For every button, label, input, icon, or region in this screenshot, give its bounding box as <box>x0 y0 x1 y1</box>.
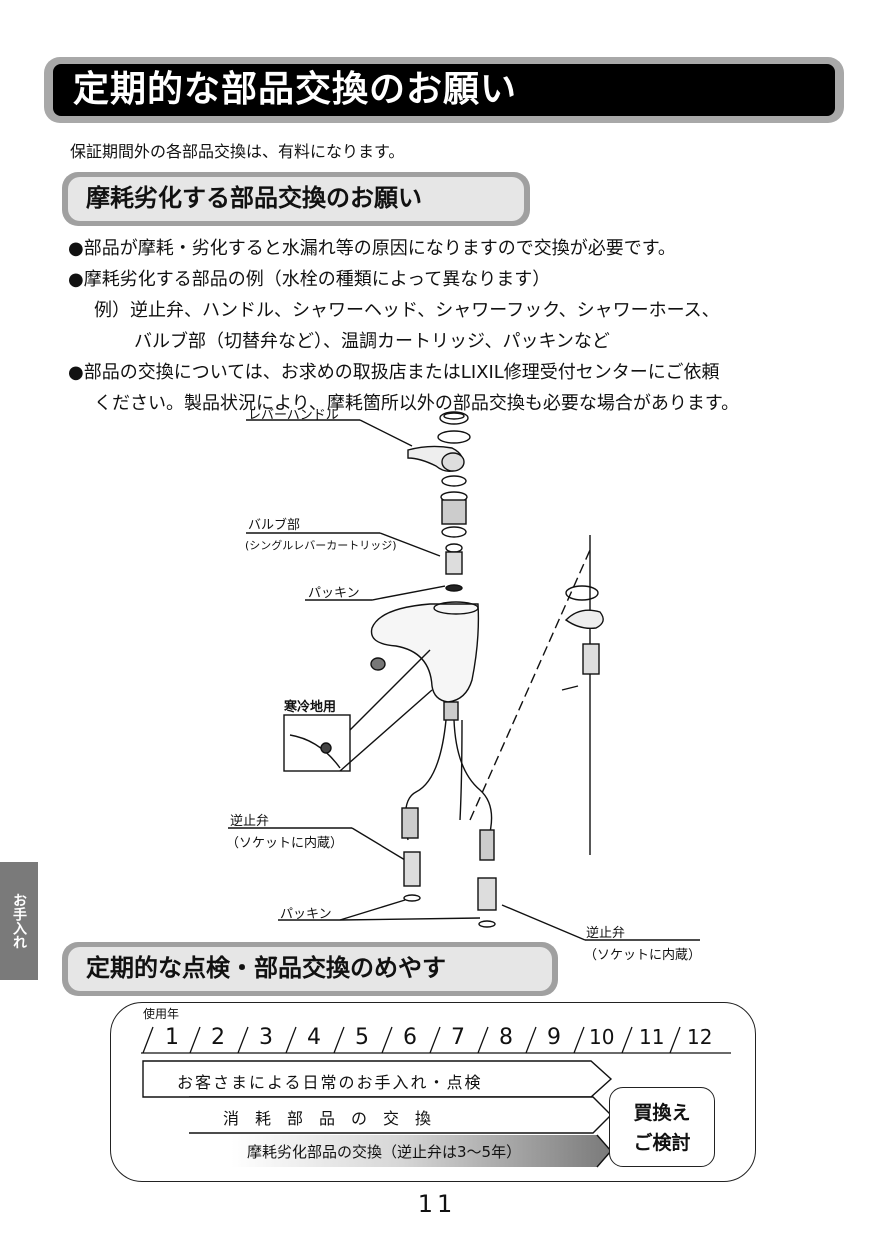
year-7: 7 <box>451 1025 465 1050</box>
label-packing-bottom: パッキン <box>280 907 332 922</box>
label-packing-top: パッキン <box>308 586 360 601</box>
bar-consumables: 消 耗 部 品 の 交 換 <box>223 1109 432 1128</box>
side-tab-care: お手入れ <box>0 862 38 980</box>
section-heading-schedule-text: 定期的な点検・部品交換のめやす <box>68 947 552 991</box>
section-heading-schedule: 定期的な点検・部品交換のめやす <box>62 942 558 996</box>
year-3: 3 <box>259 1025 273 1050</box>
year-2: 2 <box>211 1025 225 1050</box>
year-scale-lines <box>141 1026 731 1054</box>
bullet-line: ●部品の交換については、お求めの取扱店またはLIXIL修理受付センターにご依頼 <box>68 362 720 383</box>
bullet-line: ●部品が摩耗・劣化すると水漏れ等の原因になりますので交換が必要です。 <box>68 238 676 259</box>
bullet-line: ください。製品状況により、摩耗箇所以外の部品交換も必要な場合があります。 <box>94 393 740 414</box>
year-4: 4 <box>307 1025 321 1050</box>
bullet-line: 例）逆止弁、ハンドル、シャワーヘッド、シャワーフック、シャワーホース、 <box>94 300 720 321</box>
year-5: 5 <box>355 1025 369 1050</box>
bar-daily-care: お客さまによる日常のお手入れ・点検 <box>177 1073 483 1092</box>
year-11: 11 <box>639 1025 665 1049</box>
title-banner: 定期的な部品交換のお願い <box>44 57 844 123</box>
section-heading-wear-text: 摩耗劣化する部品交換のお願い <box>68 177 524 221</box>
label-check-valve-left: 逆止弁 <box>230 814 270 829</box>
label-lever-handle: レバーハンドル <box>248 408 339 423</box>
maintenance-schedule: 使用年 1 2 3 4 5 6 7 8 <box>110 1002 756 1182</box>
replacement-line1: 買換え <box>633 1102 691 1124</box>
intro-text: 保証期間外の各部品交換は、有料になります。 <box>70 142 405 161</box>
label-check-valve-right: 逆止弁 <box>586 926 626 941</box>
schedule-bars <box>142 1060 613 1168</box>
wear-bullet-list: ●部品が摩耗・劣化すると水漏れ等の原因になりますので交換が必要です。 ●摩耗劣化… <box>68 233 848 419</box>
year-scale: 1 2 3 4 5 6 7 8 9 10 11 12 <box>141 1025 731 1055</box>
label-valve: バルブ部 <box>248 518 301 533</box>
page-title: 定期的な部品交換のお願い <box>53 64 835 116</box>
bullet-line: バルブ部（切替弁など）、温調カートリッジ、パッキンなど <box>134 331 610 352</box>
year-label: 使用年 <box>143 1007 180 1021</box>
label-check-valve-right-sub: （ソケットに内蔵） <box>584 948 702 963</box>
replacement-box: 買換え ご検討 <box>609 1087 715 1167</box>
bar-wear-parts: 摩耗劣化部品の交換（逆止弁は3～5年） <box>247 1143 522 1161</box>
label-cold-region: 寒冷地用 <box>284 700 337 715</box>
bullet-line: ●摩耗劣化する部品の例（水栓の種類によって異なります） <box>68 269 551 290</box>
label-valve-sub: (シングルレバーカートリッジ) <box>245 539 397 552</box>
section-heading-wear: 摩耗劣化する部品交換のお願い <box>62 172 530 226</box>
replacement-line2: ご検討 <box>633 1132 691 1154</box>
year-12: 12 <box>687 1025 713 1049</box>
year-10: 10 <box>589 1025 615 1049</box>
year-6: 6 <box>403 1025 417 1050</box>
year-1: 1 <box>165 1025 179 1050</box>
year-8: 8 <box>499 1025 513 1050</box>
label-check-valve-left-sub: （ソケットに内蔵） <box>226 836 344 851</box>
year-9: 9 <box>547 1025 561 1050</box>
page-number: 11 <box>417 1190 457 1218</box>
